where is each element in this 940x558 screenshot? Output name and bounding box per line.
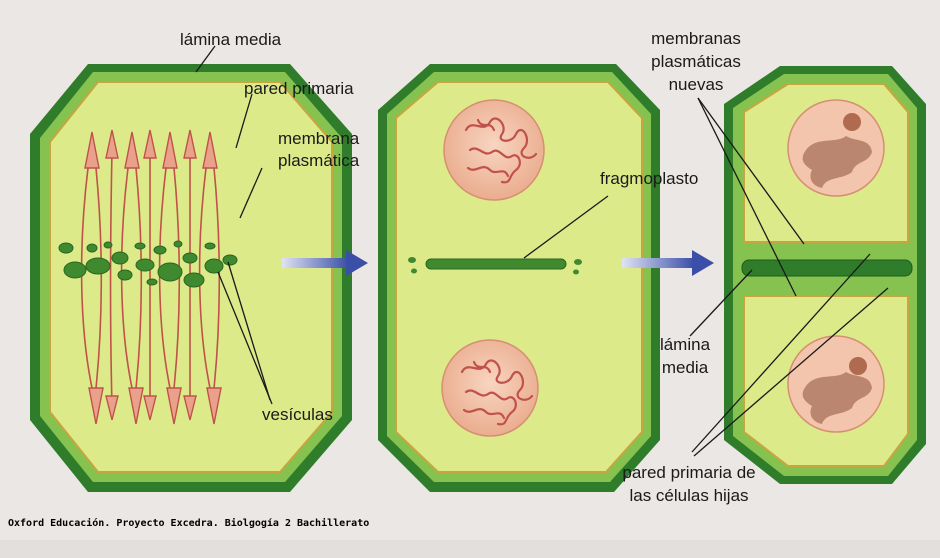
nucleus-daughter-top bbox=[787, 99, 885, 197]
nucleus-top bbox=[443, 99, 545, 201]
label-fragmoplasto: fragmoplasto bbox=[600, 169, 699, 188]
vesicle bbox=[408, 257, 416, 263]
middle-lamella bbox=[741, 259, 913, 277]
bottom-strip bbox=[0, 540, 940, 558]
cell-1 bbox=[30, 64, 352, 492]
cell-division-diagram bbox=[30, 45, 926, 492]
label-pared-hijas-2: las células hijas bbox=[629, 486, 749, 505]
label-pared-hijas-1: pared primaria de bbox=[622, 463, 756, 482]
label-vesiculas: vesículas bbox=[262, 405, 333, 424]
label-membranas-nuevas-3: nuevas bbox=[668, 75, 724, 94]
label-membrana-plasmatica-1: membrana bbox=[278, 129, 360, 148]
label-lamina-media-right-1: lámina bbox=[659, 335, 711, 354]
label-lamina-media: lámina media bbox=[180, 30, 282, 49]
chromosomes-bottom bbox=[88, 387, 222, 425]
label-membranas-nuevas-1: membranas bbox=[651, 29, 741, 48]
phragmoplast bbox=[425, 258, 567, 270]
leader-lines bbox=[195, 45, 889, 457]
vesicle bbox=[574, 259, 582, 265]
source-credit: Oxford Educación. Proyecto Excedra. Biol… bbox=[8, 518, 370, 529]
nucleus-bottom bbox=[441, 339, 539, 437]
cell-2 bbox=[378, 64, 660, 492]
label-membranas-nuevas-2: plasmáticas bbox=[651, 52, 741, 71]
label-membrana-plasmatica-2: plasmática bbox=[278, 151, 360, 170]
vesicle bbox=[411, 268, 417, 274]
vesicles bbox=[58, 240, 238, 288]
arrow-1 bbox=[282, 250, 368, 276]
label-pared-primaria: pared primaria bbox=[244, 79, 354, 98]
label-lamina-media-right-2: media bbox=[661, 358, 709, 377]
cell-3 bbox=[724, 66, 926, 484]
nucleus-daughter-bottom bbox=[787, 335, 885, 433]
chromosomes-top bbox=[84, 129, 218, 169]
vesicle bbox=[573, 269, 579, 275]
arrow-2 bbox=[622, 250, 714, 276]
